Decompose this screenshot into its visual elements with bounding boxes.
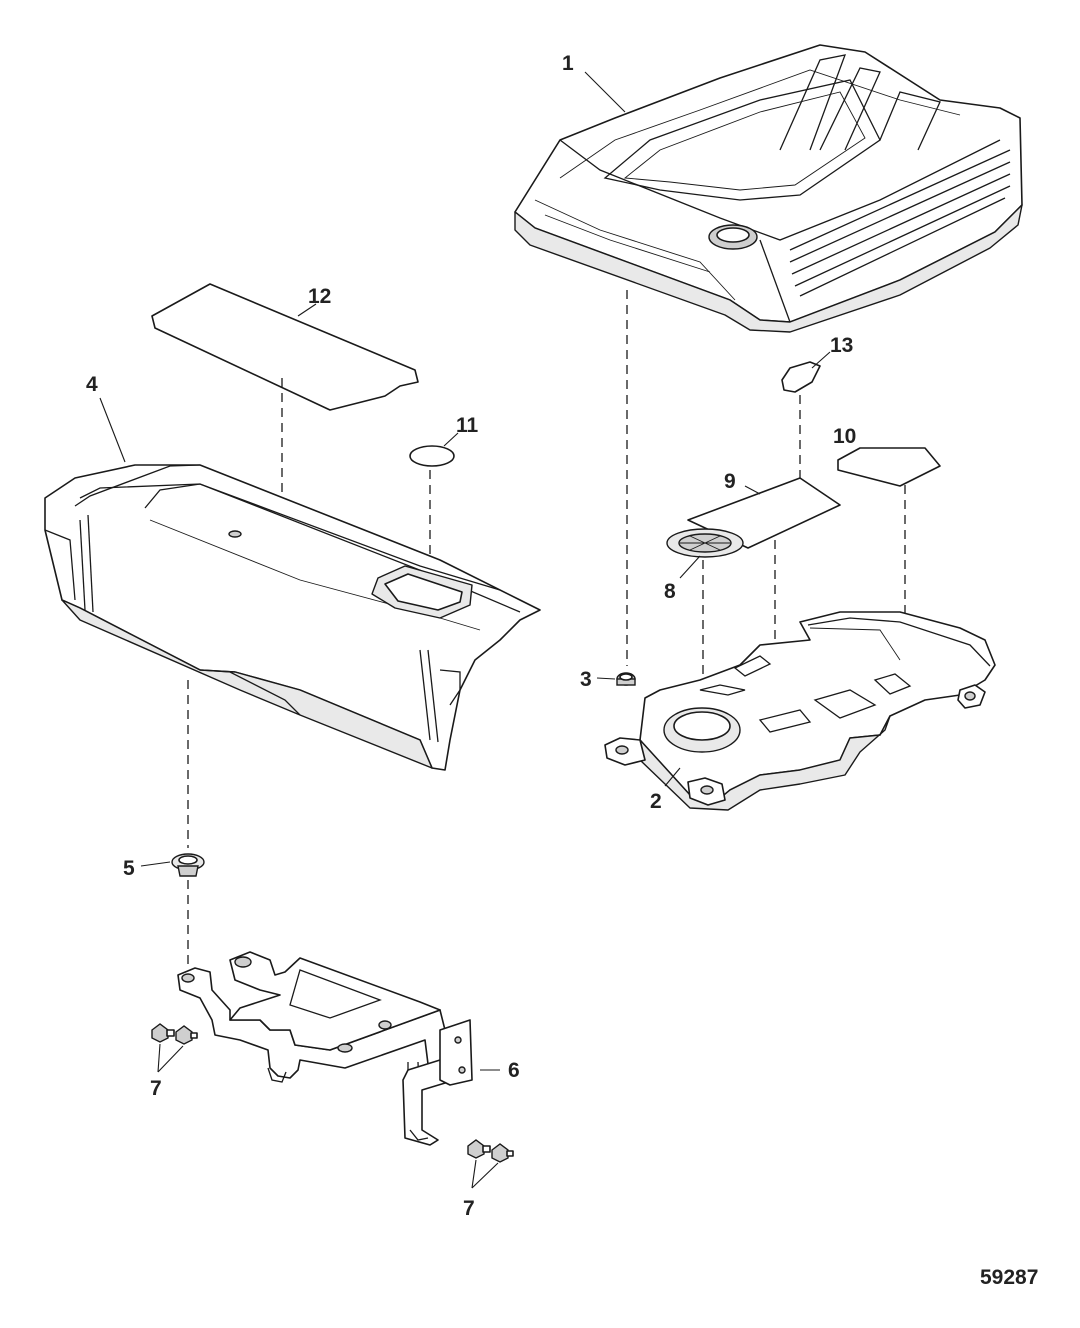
leader-4 <box>99 397 126 463</box>
leader-12 <box>297 303 317 317</box>
part-6-bracket <box>177 951 473 1146</box>
part-12-pad <box>151 283 419 411</box>
leader-1 <box>584 71 626 113</box>
callout-13: 13 <box>830 334 853 357</box>
part-1-top-cover <box>514 44 1023 333</box>
part-5-grommet <box>171 853 205 877</box>
callout-4: 4 <box>86 373 98 396</box>
part-2-mount-tab-left <box>604 737 646 766</box>
callout-8: 8 <box>664 580 676 603</box>
part-7-bolts-left <box>151 1023 198 1045</box>
part-1-vent-slots <box>789 149 1011 297</box>
leader-11 <box>443 432 459 447</box>
callout-7-left: 7 <box>150 1077 162 1100</box>
part-2-base-plate <box>604 611 996 811</box>
leader-8 <box>679 555 701 579</box>
callout-2: 2 <box>650 790 662 813</box>
callout-1: 1 <box>562 52 574 75</box>
callout-9: 9 <box>724 470 736 493</box>
callout-5: 5 <box>123 857 135 880</box>
part-11-round-decal <box>409 445 455 467</box>
callout-7-right: 7 <box>463 1197 475 1220</box>
part-7-bolts-right <box>467 1139 514 1163</box>
callout-12: 12 <box>308 285 331 308</box>
leader-7a-2 <box>157 1045 184 1073</box>
part-13-decal <box>781 361 821 393</box>
callout-10: 10 <box>833 425 856 448</box>
part-4-side-cover <box>44 464 541 771</box>
part-2-mount-tab-front <box>687 777 726 806</box>
callout-11: 11 <box>456 414 479 437</box>
leader-7b-1 <box>471 1159 477 1189</box>
leader-5 <box>140 861 171 867</box>
leader-9 <box>744 485 761 495</box>
leader-2 <box>664 767 681 787</box>
figure-id: 59287 <box>980 1266 1038 1289</box>
part-2-mount-tab-right <box>957 684 986 709</box>
part-8-emblem <box>666 528 744 558</box>
callout-3: 3 <box>580 668 592 691</box>
leader-3 <box>596 677 616 680</box>
leader-13 <box>811 351 831 369</box>
part-10-decal <box>837 447 941 487</box>
callout-6: 6 <box>508 1059 520 1082</box>
leader-7a-1 <box>157 1043 161 1073</box>
part-3-grommet <box>616 672 636 686</box>
leader-7b-2 <box>471 1162 499 1189</box>
